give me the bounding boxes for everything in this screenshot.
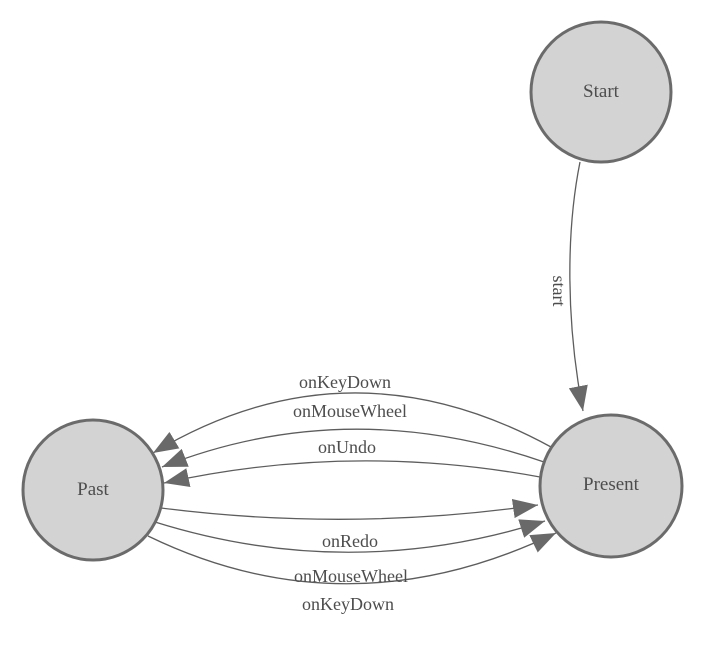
edge-label-onmousewheel-bottom: onMouseWheel: [294, 566, 408, 586]
state-node-present[interactable]: Present: [538, 413, 684, 559]
node-label-start: Start: [583, 81, 620, 102]
state-circle-present[interactable]: [538, 413, 684, 559]
edge-label-onkeydown-bottom: onKeyDown: [302, 594, 394, 614]
edge-present-to-past-onundo[interactable]: [163, 460, 541, 488]
edge-label-onundo: onUndo: [318, 437, 376, 457]
edge-past-to-present-onkeydown[interactable]: [147, 532, 557, 585]
edge-present-to-past-onmousewheel[interactable]: [161, 428, 545, 468]
edge-past-to-present-onmousewheel[interactable]: [154, 519, 546, 553]
state-circle-past[interactable]: [21, 418, 165, 562]
edge-start-to-present[interactable]: [568, 161, 588, 412]
node-label-past: Past: [77, 479, 109, 500]
state-node-past[interactable]: Past: [21, 418, 165, 562]
edge-label-onkeydown-top: onKeyDown: [299, 372, 391, 392]
edge-present-to-past-onkeydown[interactable]: [152, 392, 552, 454]
edge-label-start: start: [549, 276, 569, 307]
edge-past-to-present-onredo[interactable]: [160, 499, 539, 520]
edge-label-onredo: onRedo: [322, 531, 378, 551]
state-circle-start[interactable]: [529, 20, 673, 164]
state-node-start[interactable]: Start: [529, 20, 673, 164]
node-label-present: Present: [583, 474, 640, 495]
edge-label-onmousewheel-top: onMouseWheel: [293, 401, 407, 421]
